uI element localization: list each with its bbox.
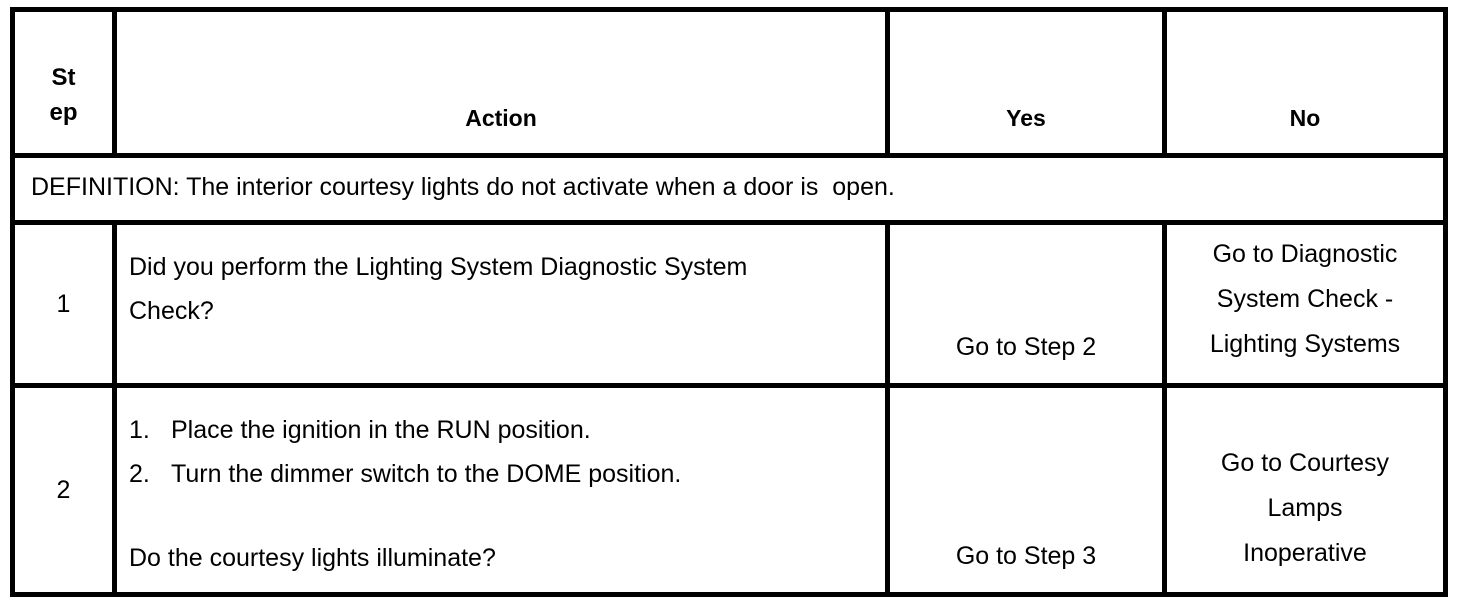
definition-row: DEFINITION: The interior courtesy lights…	[10, 153, 1448, 225]
list-item-number: 1.	[129, 416, 150, 444]
column-header-no: No	[1162, 7, 1448, 158]
column-header-step: St ep	[10, 7, 117, 158]
header-row: St ep Action Yes No	[10, 7, 1448, 158]
action-list-item: 2. Turn the dimmer switch to the DOME po…	[129, 452, 869, 496]
step-number: 1	[10, 220, 117, 388]
action-question: Do the courtesy lights illuminate?	[129, 544, 496, 572]
step-number: 2	[10, 383, 117, 597]
action-cell: 1. Place the ignition in the RUN positio…	[112, 383, 890, 597]
yes-result: Go to Step 2	[885, 220, 1167, 388]
list-item-text: Place the ignition in the RUN position.	[171, 416, 591, 444]
action-question: Did you perform the Lighting System Diag…	[129, 253, 748, 325]
no-result: Go to Courtesy Lamps Inoperative	[1162, 383, 1448, 597]
table-row-step-2: 2 1. Place the ignition in the RUN posit…	[10, 383, 1448, 597]
action-list-item: 1. Place the ignition in the RUN positio…	[129, 408, 869, 452]
no-result: Go to Diagnostic System Check - Lighting…	[1162, 220, 1448, 388]
definition-text: DEFINITION: The interior courtesy lights…	[10, 153, 1448, 225]
list-item-number: 2.	[129, 460, 150, 488]
table-row-step-1: 1 Did you perform the Lighting System Di…	[10, 220, 1448, 388]
diagnostic-table: St ep Action Yes No DEFINITION: The inte…	[10, 7, 1448, 597]
column-header-yes: Yes	[885, 7, 1167, 158]
yes-result: Go to Step 3	[885, 383, 1167, 597]
list-item-text: Turn the dimmer switch to the DOME posit…	[171, 460, 682, 488]
action-cell: Did you perform the Lighting System Diag…	[112, 220, 890, 388]
column-header-action: Action	[112, 7, 890, 158]
